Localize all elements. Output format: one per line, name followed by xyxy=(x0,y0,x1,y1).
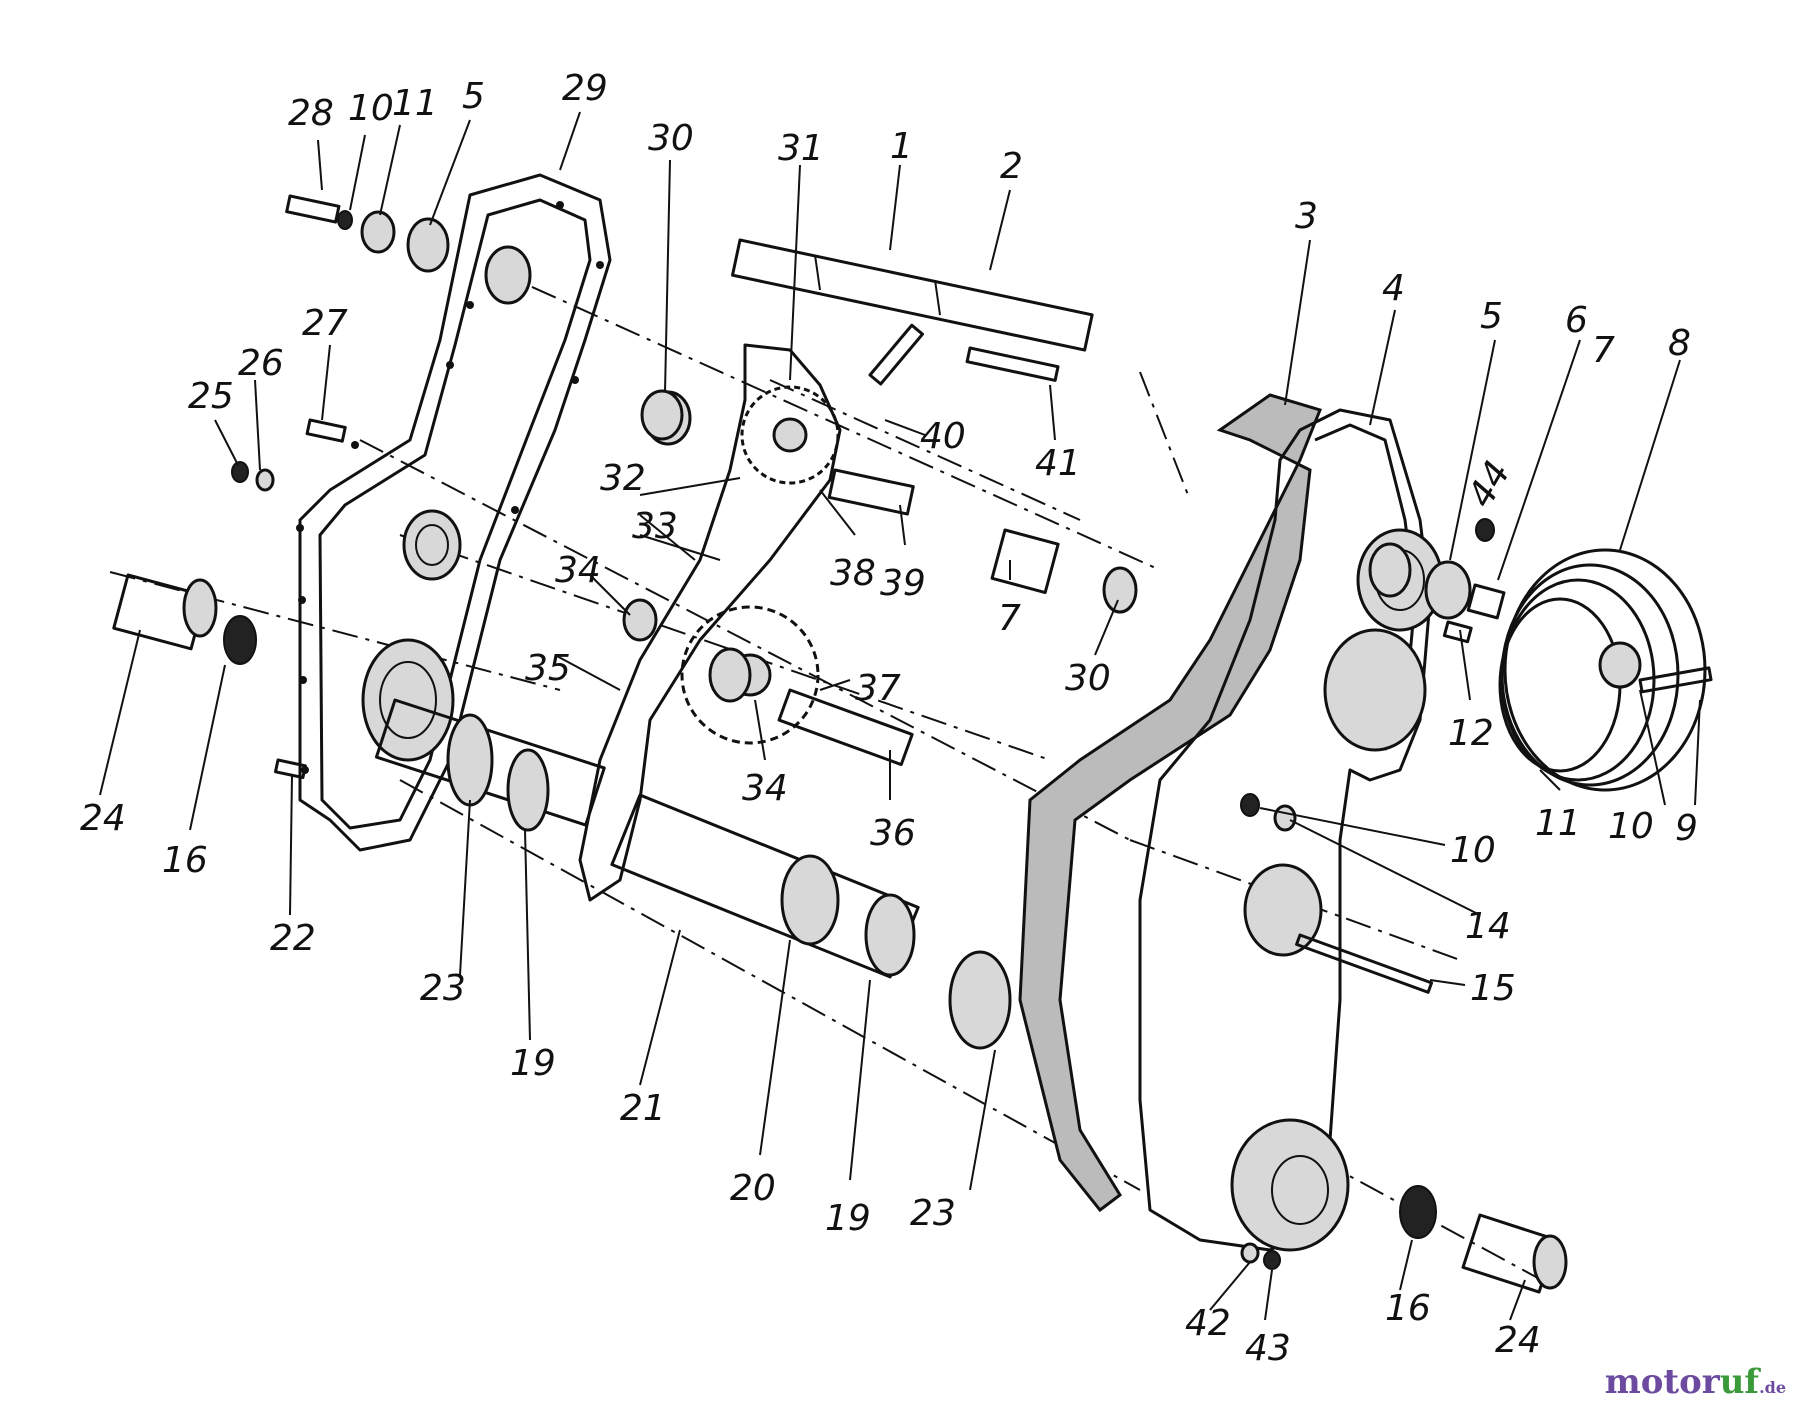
label-28: 28 xyxy=(288,93,334,134)
label-34-top: 34 xyxy=(555,550,601,591)
label-5-right: 5 xyxy=(1480,296,1503,337)
label-8: 8 xyxy=(1668,323,1691,364)
left-gasket-29 xyxy=(296,173,612,852)
label-10-top: 10 xyxy=(348,88,394,129)
label-20: 20 xyxy=(730,1168,776,1209)
label-6: 6 xyxy=(1565,300,1588,341)
label-33: 33 xyxy=(632,506,678,547)
watermark-suffix: .de xyxy=(1759,1378,1786,1397)
label-19-right: 19 xyxy=(825,1198,871,1239)
label-41: 41 xyxy=(1035,443,1081,484)
label-32: 32 xyxy=(600,458,646,499)
label-10-right: 10 xyxy=(1608,806,1654,847)
label-37: 37 xyxy=(855,668,901,709)
label-36: 36 xyxy=(870,813,916,854)
callout-labels: 28 10 11 5 29 30 31 1 2 3 4 5 6 7 8 44 2… xyxy=(80,68,1698,1369)
label-25: 25 xyxy=(188,376,234,417)
label-22: 22 xyxy=(270,918,316,959)
hardware xyxy=(112,194,1568,1294)
label-39: 39 xyxy=(880,563,926,604)
label-24-left: 24 xyxy=(80,798,126,839)
label-24-right: 24 xyxy=(1495,1320,1541,1361)
label-30-mid: 30 xyxy=(1065,658,1111,699)
label-19-left: 19 xyxy=(510,1043,556,1084)
label-2: 2 xyxy=(1000,146,1023,187)
label-42: 42 xyxy=(1185,1303,1231,1344)
label-21: 21 xyxy=(620,1088,666,1129)
label-12: 12 xyxy=(1448,713,1494,754)
label-26: 26 xyxy=(238,343,284,384)
label-5-top: 5 xyxy=(462,76,485,117)
pulley-8 xyxy=(1498,548,1713,792)
watermark-logo: motoruf.de xyxy=(1605,1362,1786,1402)
label-38: 38 xyxy=(830,553,876,594)
center-lines xyxy=(109,267,1561,1291)
label-11-top: 11 xyxy=(392,83,438,124)
label-3: 3 xyxy=(1295,196,1318,237)
label-35: 35 xyxy=(525,648,571,689)
label-29: 29 xyxy=(562,68,608,109)
watermark-part2: uf xyxy=(1719,1362,1760,1402)
label-23-left: 23 xyxy=(420,968,466,1009)
label-27: 27 xyxy=(302,303,348,344)
label-40: 40 xyxy=(920,416,966,457)
label-10-mid: 10 xyxy=(1450,830,1496,871)
label-11-right: 11 xyxy=(1535,803,1581,844)
label-43: 43 xyxy=(1245,1328,1291,1369)
label-31: 31 xyxy=(778,128,824,169)
shafts xyxy=(610,238,1138,1050)
label-9: 9 xyxy=(1675,808,1698,849)
label-7-mid: 7 xyxy=(998,598,1021,639)
left-shaft-assembly xyxy=(374,698,606,832)
chain-sprockets xyxy=(578,343,842,902)
label-16-left: 16 xyxy=(162,840,208,881)
label-7-right: 7 xyxy=(1592,330,1615,371)
watermark-part1: motor xyxy=(1604,1362,1720,1402)
left-housing-bearings xyxy=(361,245,532,762)
label-14: 14 xyxy=(1465,906,1511,947)
label-15: 15 xyxy=(1470,968,1516,1009)
label-4: 4 xyxy=(1382,268,1405,309)
label-1: 1 xyxy=(890,126,913,167)
right-gasket-3 xyxy=(1018,393,1323,1213)
label-16-right: 16 xyxy=(1385,1288,1431,1329)
leader-lines xyxy=(99,111,1701,1321)
label-30-top: 30 xyxy=(648,118,694,159)
label-23-right: 23 xyxy=(910,1193,956,1234)
label-34-bottom: 34 xyxy=(742,768,788,809)
